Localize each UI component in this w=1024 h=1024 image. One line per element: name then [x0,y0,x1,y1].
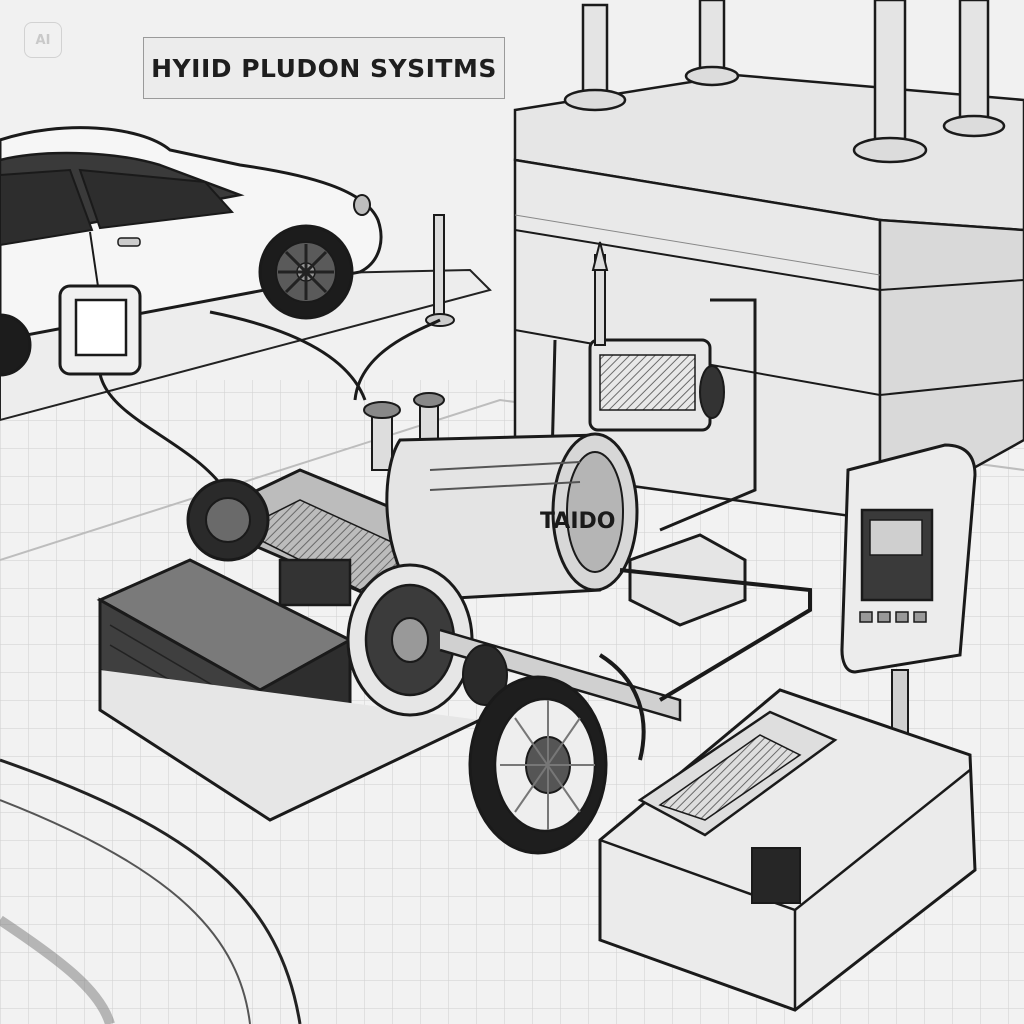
cabinet-post [684,0,740,87]
motor-label: TAIDO [540,509,615,534]
title-banner: HYIID PLUDON SYSITMS [143,37,505,99]
cabinet-post [942,0,1006,138]
motor-icon: TAIDO [385,432,639,602]
page-title: HYIID PLUDON SYSITMS [151,53,497,83]
valve [363,401,401,471]
charging-station-icon [58,284,227,491]
fuel-module [598,533,812,761]
ai-badge: AI [24,22,62,58]
inverter-unit [548,241,757,541]
flywheel [346,563,682,722]
cabinet-post [563,3,627,112]
wheel-icon [468,675,608,855]
charger-base [598,688,977,1012]
wheel-icon [258,224,354,320]
cabinet-post [852,0,928,164]
charging-pole [209,214,455,401]
circuit-board [637,710,838,837]
wheel-icon [0,313,32,377]
control-unit-icon [840,443,977,775]
